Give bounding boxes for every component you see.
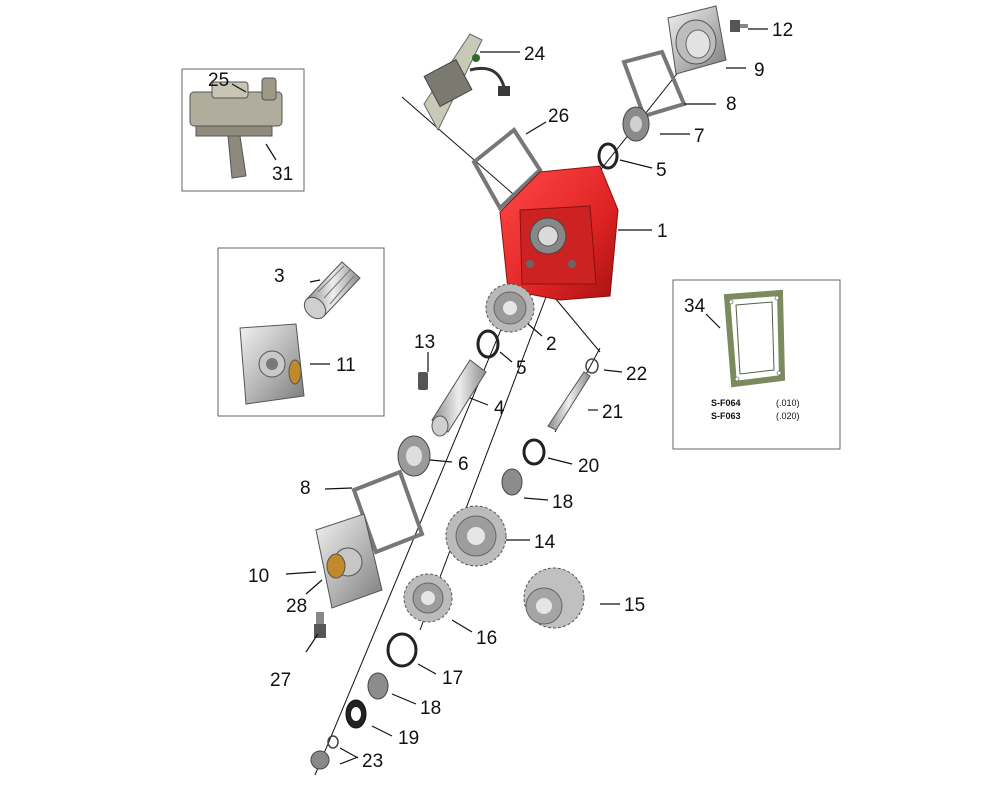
part-31-lever: [227, 135, 247, 179]
part-1-pto-housing: [499, 165, 619, 301]
part-17-snap-ring: [386, 632, 418, 668]
part-10-bearing-cover: [315, 513, 383, 609]
callout-25: 25: [208, 70, 229, 91]
callout-18-lower: 18: [420, 698, 441, 719]
callout-18-upper: 18: [552, 492, 573, 513]
callout-13: 13: [414, 332, 435, 353]
callout-8-lower: 8: [300, 478, 311, 499]
part-19-seal: [345, 699, 367, 729]
callout-28: 28: [286, 596, 307, 617]
callout-22: 22: [626, 364, 647, 385]
callout-23: 23: [362, 751, 383, 772]
callout-6: 6: [458, 454, 469, 475]
callout-14: 14: [534, 532, 556, 553]
part-7-bearing: [622, 106, 650, 142]
part-34-gasket: [723, 289, 786, 388]
gasket-table-part-2: S-F063: [711, 411, 741, 421]
part-4-output-shaft: [431, 359, 487, 437]
gasket-table-part-1: S-F064: [711, 398, 741, 408]
part-25-valve-assembly: [189, 77, 283, 137]
assembly-axis-lines: [314, 69, 681, 776]
callout-31: 31: [272, 164, 293, 185]
inset-controller-box: [181, 68, 305, 192]
part-8-gasket-lower: [351, 469, 425, 555]
callout-4: 4: [494, 398, 505, 419]
callout-8-upper: 8: [726, 94, 737, 115]
callout-9: 9: [754, 60, 765, 81]
part-5-snap-ring-upper: [597, 142, 619, 170]
part-21-idler-shaft: [547, 371, 591, 431]
part-28-oil-seal: [326, 553, 346, 579]
part-22-retaining-clip: [585, 358, 599, 374]
callout-11: 11: [336, 355, 356, 376]
part-24-shift-cover: [423, 33, 510, 132]
inset-shaft-cover-box: [217, 247, 385, 417]
callout-17: 17: [442, 668, 463, 689]
part-2-drive-gear: [485, 283, 535, 333]
callout-5-lower: 5: [516, 358, 527, 379]
callout-1: 1: [657, 221, 668, 242]
callout-21: 21: [602, 402, 623, 423]
part-14-idler-gear: [445, 505, 507, 567]
callout-7: 7: [694, 126, 705, 147]
callout-10: 10: [248, 566, 269, 587]
callout-labels: 1 2 3 4 5 5 6 7 8 8 9 10 11 12 13 14 15 …: [208, 20, 793, 772]
callout-2: 2: [546, 334, 557, 355]
callout-3: 3: [274, 266, 285, 287]
part-13-key: [418, 372, 428, 390]
callout-26: 26: [548, 106, 569, 127]
callout-27: 27: [270, 670, 291, 691]
callout-5-upper: 5: [656, 160, 667, 181]
callout-20: 20: [578, 456, 599, 477]
part-6-bearing: [397, 435, 431, 477]
inset-gasket-box: S-F064 (.010) S-F063 (.020): [672, 279, 841, 450]
callout-12: 12: [772, 20, 793, 41]
part-5-snap-ring-lower: [476, 329, 500, 359]
part-3-splined-shaft: [303, 261, 361, 320]
callout-15: 15: [624, 595, 645, 616]
part-23-washer-nut: [310, 735, 339, 770]
gasket-table-thickness-2: (.020): [776, 411, 800, 421]
gasket-table-thickness-1: (.010): [776, 398, 800, 408]
part-12-bolt: [730, 20, 748, 32]
part-18-needle-bearing-upper: [501, 468, 523, 496]
part-27-bolt: [314, 612, 326, 638]
part-9-end-cover: [667, 5, 727, 75]
part-15-cluster-gear: [523, 567, 585, 629]
part-16-output-gear: [403, 573, 453, 623]
leader-lines: [231, 28, 768, 765]
callout-24: 24: [524, 44, 546, 65]
callout-16: 16: [476, 628, 497, 649]
part-20-thrust-washer: [522, 438, 546, 466]
part-18-needle-bearing-lower: [367, 672, 389, 700]
part-26-gasket: [471, 127, 543, 212]
part-11-cover-plate: [239, 323, 305, 405]
callout-19: 19: [398, 728, 419, 749]
callout-34: 34: [684, 296, 706, 317]
